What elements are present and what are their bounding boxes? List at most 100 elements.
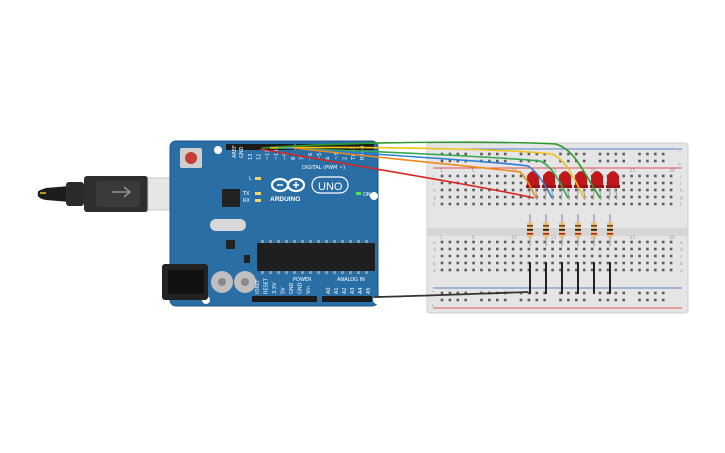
rail-hole[interactable] [488,152,491,156]
breadboard-hole[interactable] [456,268,460,272]
breadboard-hole[interactable] [551,188,554,192]
breadboard-hole[interactable] [669,188,673,192]
breadboard-hole[interactable] [519,174,523,178]
rail-hole[interactable] [448,159,452,163]
breadboard-hole[interactable] [661,174,665,178]
signal-wires[interactable] [259,141,601,199]
breadboard-hole[interactable] [488,247,491,251]
breadboard-hole[interactable] [606,254,610,258]
rail-hole[interactable] [559,159,562,163]
breadboard-hole[interactable] [440,254,444,258]
breadboard-hole[interactable] [456,195,460,199]
breadboard-hole[interactable] [606,261,610,265]
breadboard-hole[interactable] [527,254,531,258]
breadboard-hole[interactable] [654,195,657,199]
breadboard-hole[interactable] [448,254,452,258]
breadboard-hole[interactable] [590,268,594,272]
breadboard-hole[interactable] [669,268,673,272]
breadboard-hole[interactable] [511,174,515,178]
breadboard-hole[interactable] [527,247,531,251]
breadboard-hole[interactable] [488,268,491,272]
breadboard-hole[interactable] [590,261,594,265]
breadboard-hole[interactable] [630,261,633,265]
breadboard-hole[interactable] [559,188,562,192]
rail-hole[interactable] [456,159,460,163]
breadboard-hole[interactable] [472,261,475,265]
gnd-wire[interactable] [373,291,529,298]
breadboard-hole[interactable] [464,247,467,251]
breadboard-hole[interactable] [582,254,586,258]
led[interactable] [558,171,572,201]
rail-hole[interactable] [654,291,657,295]
rail-hole[interactable] [582,298,586,302]
rail-hole[interactable] [440,291,444,295]
breadboard-hole[interactable] [661,188,665,192]
rail-hole[interactable] [567,298,570,302]
breadboard-hole[interactable] [551,268,554,272]
reset-button[interactable] [180,148,202,168]
breadboard-hole[interactable] [638,188,641,192]
rail-hole[interactable] [464,298,467,302]
breadboard-hole[interactable] [559,240,562,244]
breadboard-hole[interactable] [598,261,602,265]
breadboard-hole[interactable] [669,195,673,199]
breadboard-hole[interactable] [448,195,452,199]
breadboard-hole[interactable] [456,240,460,244]
breadboard-hole[interactable] [448,181,452,185]
breadboard-hole[interactable] [654,268,657,272]
breadboard-hole[interactable] [480,188,483,192]
breadboard-hole[interactable] [496,181,499,185]
breadboard-hole[interactable] [646,195,649,199]
breadboard-hole[interactable] [575,268,578,272]
breadboard-hole[interactable] [440,188,444,192]
breadboard-hole[interactable] [440,261,444,265]
rail-hole[interactable] [496,152,499,156]
breadboard-hole[interactable] [646,240,649,244]
rail-hole[interactable] [661,291,665,295]
breadboard-hole[interactable] [448,188,452,192]
breadboard-hole[interactable] [480,268,483,272]
breadboard-hole[interactable] [535,268,539,272]
breadboard-hole[interactable] [630,174,633,178]
breadboard-hole[interactable] [559,261,562,265]
rail-hole[interactable] [488,298,491,302]
rail-hole[interactable] [582,159,586,163]
rail-hole[interactable] [575,152,578,156]
breadboard-hole[interactable] [646,181,649,185]
rail-hole[interactable] [582,152,586,156]
rail-hole[interactable] [527,152,531,156]
breadboard-hole[interactable] [448,247,452,251]
breadboard-hole[interactable] [622,181,625,185]
breadboard-hole[interactable] [598,247,602,251]
breadboard-hole[interactable] [575,195,578,199]
breadboard-hole[interactable] [503,174,507,178]
breadboard-hole[interactable] [598,202,602,206]
breadboard-hole[interactable] [440,174,444,178]
breadboard-hole[interactable] [575,254,578,258]
rail-hole[interactable] [661,159,665,163]
rail-hole[interactable] [606,152,610,156]
breadboard-hole[interactable] [519,268,523,272]
breadboard-hole[interactable] [661,240,665,244]
breadboard-hole[interactable] [440,268,444,272]
breadboard-hole[interactable] [488,181,491,185]
breadboard-hole[interactable] [606,268,610,272]
breadboard-hole[interactable] [606,188,610,192]
rail-hole[interactable] [606,291,610,295]
rail-hole[interactable] [519,298,523,302]
breadboard-hole[interactable] [567,202,570,206]
breadboard-hole[interactable] [464,240,467,244]
breadboard-hole[interactable] [661,202,665,206]
breadboard-hole[interactable] [480,240,483,244]
breadboard-hole[interactable] [669,261,673,265]
breadboard-hole[interactable] [654,247,657,251]
breadboard-hole[interactable] [496,202,499,206]
breadboard-hole[interactable] [448,202,452,206]
breadboard-hole[interactable] [535,188,539,192]
breadboard-hole[interactable] [503,195,507,199]
breadboard-hole[interactable] [464,254,467,258]
breadboard-hole[interactable] [669,202,673,206]
breadboard-hole[interactable] [496,268,499,272]
breadboard-hole[interactable] [511,261,515,265]
breadboard-hole[interactable] [590,240,594,244]
